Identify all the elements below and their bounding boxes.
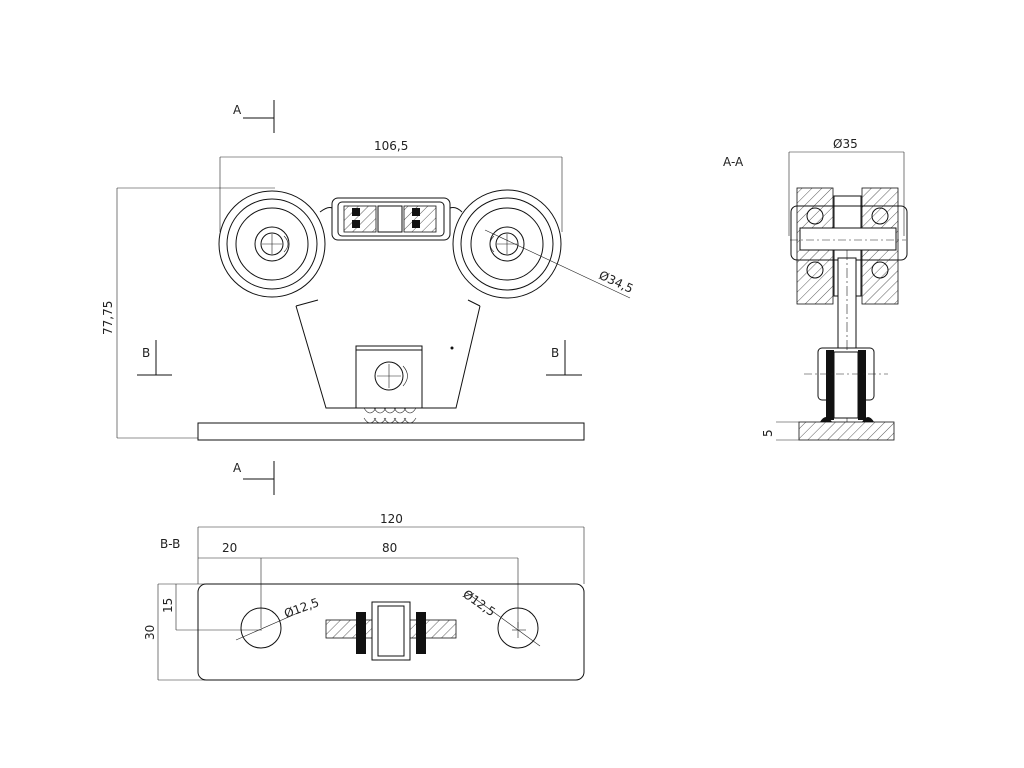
dimension-height-left-value: 77,75 [101, 301, 115, 335]
dimension-plate-width-value: 30 [143, 625, 157, 640]
section-label-a-bottom: A [233, 461, 242, 475]
section-marker-b-left: B [137, 340, 172, 376]
section-bb-view: B-B 120 20 80 15 30 [143, 512, 585, 681]
dimension-height-left: 77,75 [101, 187, 275, 439]
plate-bb [197, 583, 585, 681]
section-label-b-left: B [142, 346, 150, 360]
dimension-aa-diameter-value: Ø35 [833, 137, 858, 151]
view-title-aa: A-A [723, 155, 744, 169]
dimension-aa-plate-thickness-value: 5 [761, 429, 775, 437]
dimension-hole-diameter-left-value: Ø12,5 [282, 595, 321, 621]
front-view: A A B B 106,5 [101, 100, 635, 495]
dimension-hole-offset-y-value: 15 [161, 598, 175, 613]
section-marker-b-right: B [546, 340, 582, 376]
dimension-width-top: 106,5 [219, 139, 563, 232]
dimension-plate-length-value: 120 [380, 512, 403, 526]
dimension-width-top-value: 106,5 [374, 139, 408, 153]
center-bearing [319, 197, 463, 241]
trolley-body [295, 305, 481, 409]
hole-right: Ø12,5 [460, 587, 541, 649]
section-label-b-right: B [551, 346, 559, 360]
dimension-aa-diameter: Ø35 [788, 137, 905, 236]
section-aa-view: A-A Ø35 5 [723, 137, 908, 441]
dimension-hole-offsets: 20 80 [198, 541, 519, 628]
hole-left: Ø12,5 [235, 595, 321, 649]
dimension-hole-spacing-value: 80 [382, 541, 397, 555]
dimension-plate-length: 120 [197, 512, 585, 584]
dimension-plate-widths: 15 30 [143, 583, 262, 681]
base-plate [197, 422, 585, 441]
dimension-hole-diameter-right-value: Ø12,5 [460, 587, 498, 619]
dimension-hole-offset-x-value: 20 [222, 541, 237, 555]
section-marker-a-bottom: A [233, 461, 275, 495]
section-marker-a-top: A [233, 100, 275, 133]
central-clevis-section [325, 601, 457, 661]
trolley-body-top-left [295, 299, 319, 307]
trolley-body-top-right [467, 299, 481, 307]
left-wheel [218, 190, 326, 298]
section-label-a-top: A [233, 103, 242, 117]
clevis-bracket [355, 345, 454, 424]
view-title-bb: B-B [160, 537, 180, 551]
dimension-wheel-diameter-value: Ø34,5 [597, 268, 636, 296]
right-wheel [452, 189, 562, 299]
